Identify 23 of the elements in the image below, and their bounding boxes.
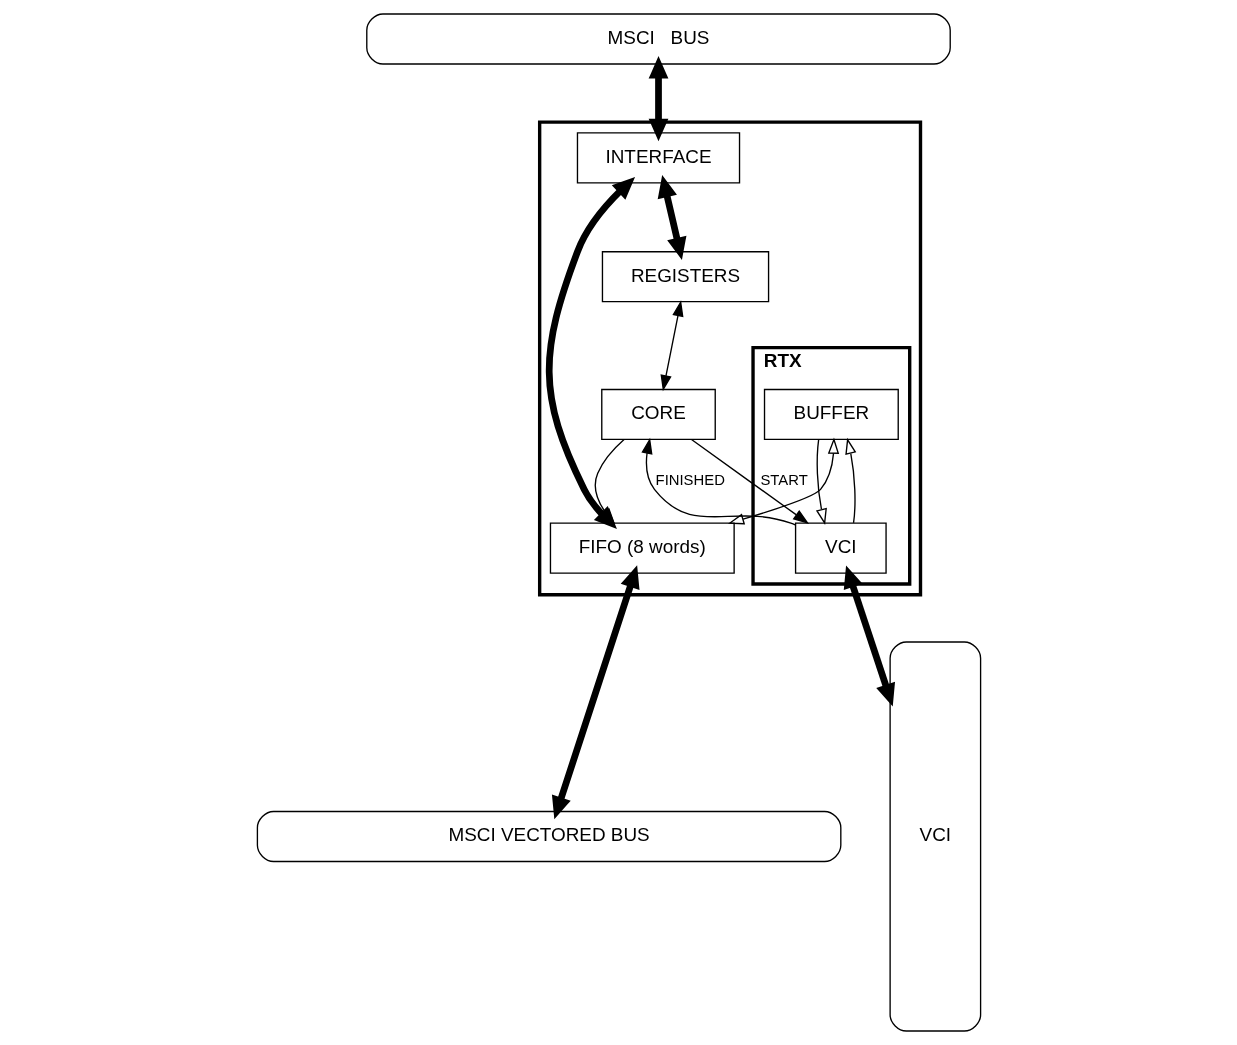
node-box: FIFO (8 words) [549, 522, 735, 574]
node-box: CORE [600, 388, 716, 441]
node-box: MSCI VECTORED BUS [256, 810, 841, 863]
arrow [551, 565, 639, 820]
arrow [640, 437, 796, 526]
edge-label: START [759, 472, 808, 489]
arrow [844, 437, 856, 524]
arrow [594, 438, 625, 525]
arrow [660, 300, 683, 392]
edge-label: FINISHED [655, 472, 725, 489]
node-box: MSCI BUS [365, 13, 951, 65]
node-box: BUFFER [763, 388, 899, 441]
node-box: VCI [794, 522, 887, 574]
arrow [648, 56, 668, 142]
node-box: REGISTERS [601, 251, 769, 303]
arrow [727, 437, 839, 525]
node-box: VCI [888, 641, 981, 1032]
arrow [690, 438, 809, 524]
arrow [843, 565, 895, 707]
arrow [657, 175, 686, 260]
arrow [815, 439, 827, 525]
arrow [545, 177, 635, 529]
node-box: INTERFACE [576, 132, 740, 184]
